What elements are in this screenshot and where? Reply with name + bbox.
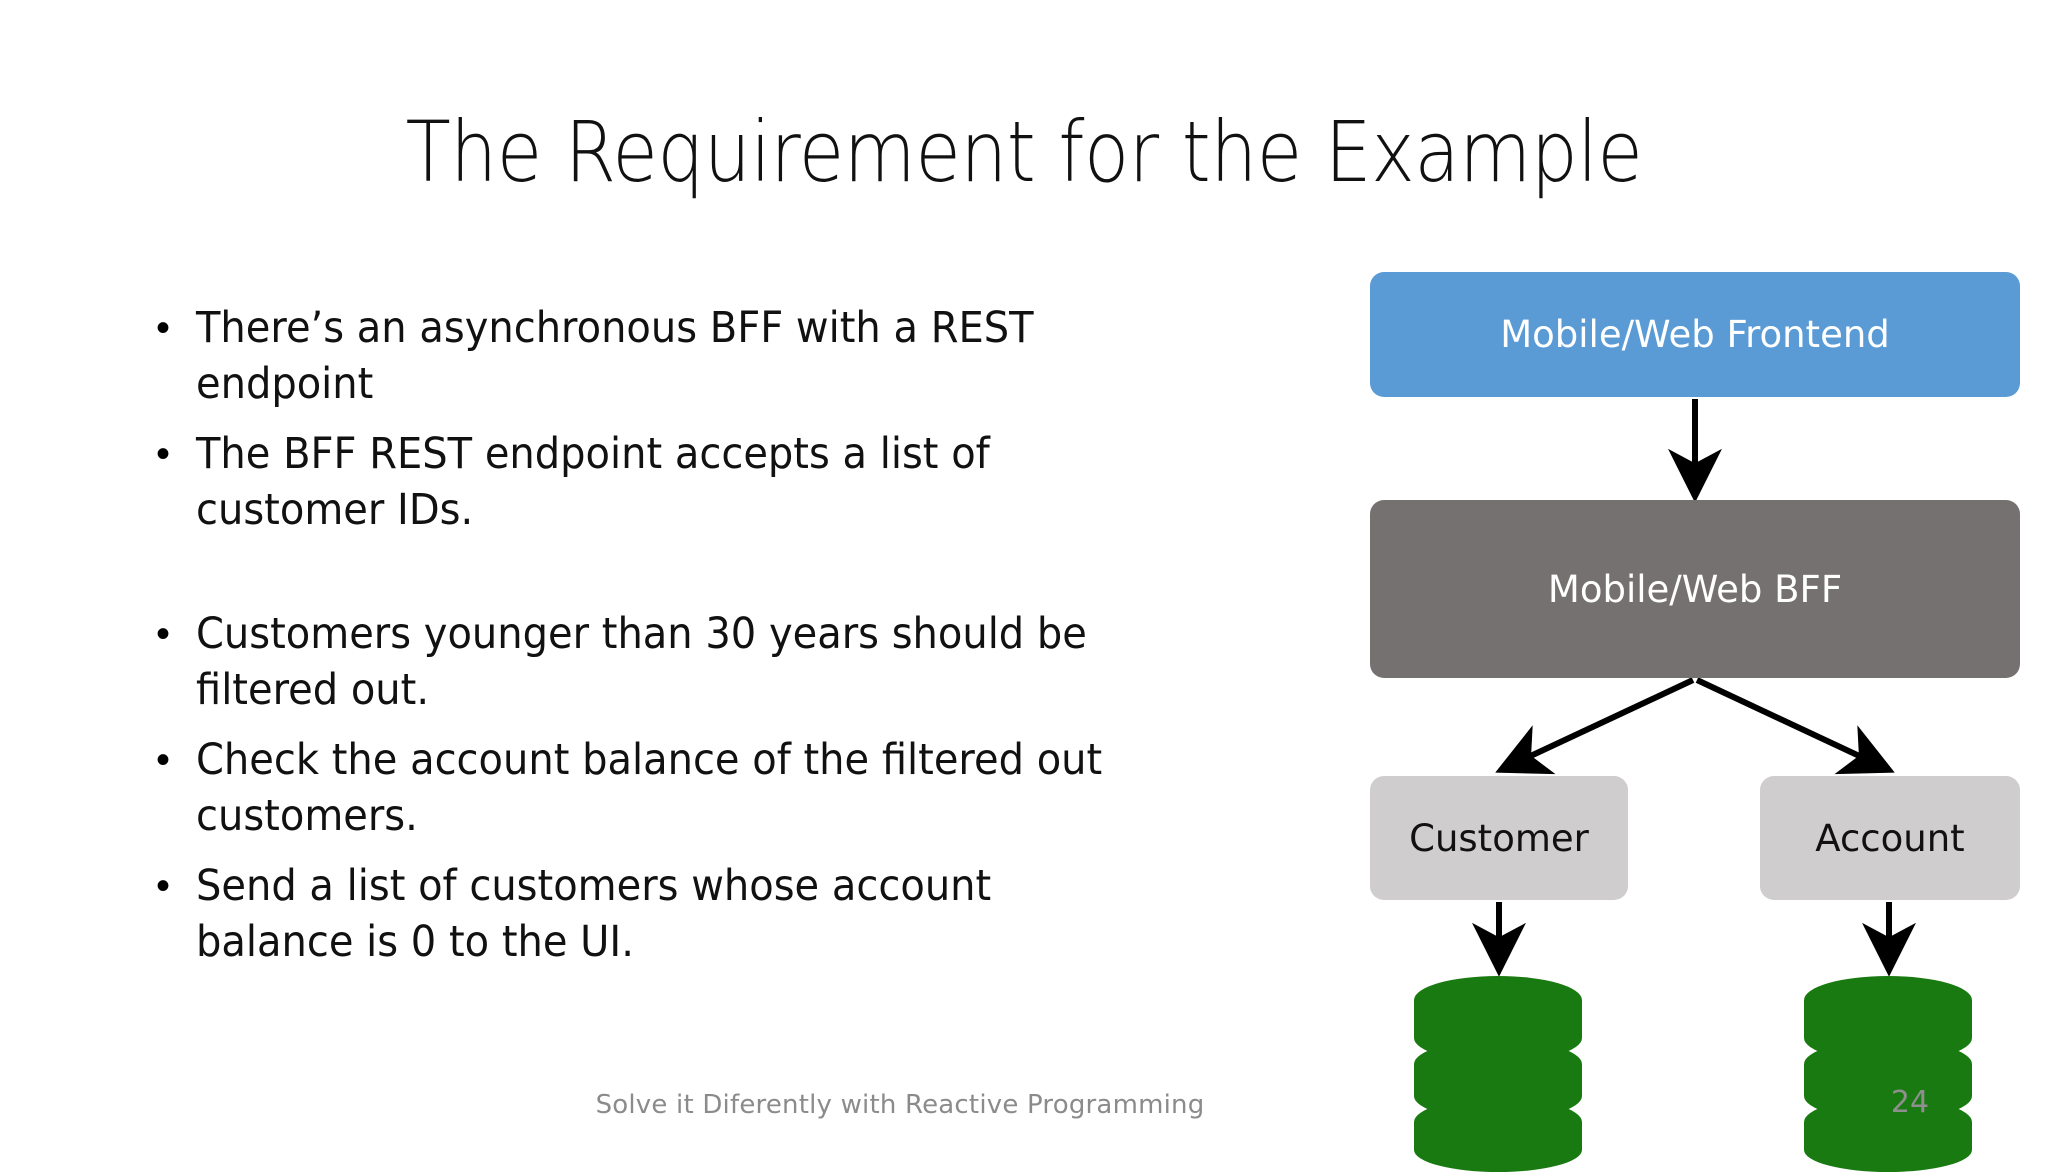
architecture-diagram: Mobile/Web Frontend Mobile/Web BFF Custo…	[1360, 260, 2040, 1172]
bullet-marker-icon: •	[156, 432, 171, 476]
bullet-marker-icon: •	[156, 306, 171, 350]
bullet-marker-icon: •	[156, 864, 171, 908]
list-item-text: The BFF REST endpoint accepts a list of …	[196, 429, 990, 535]
bullet-marker-icon: •	[156, 612, 171, 656]
arrow-bff-to-account	[1695, 677, 1895, 775]
bullet-list: • There’s an asynchronous BFF with a RES…	[140, 300, 1180, 984]
list-item: • There’s an asynchronous BFF with a RES…	[140, 300, 1180, 412]
node-mobile-web-frontend[interactable]: Mobile/Web Frontend	[1370, 272, 2020, 397]
arrow-bff-to-customer	[1495, 677, 1695, 775]
customer-database-icon	[1412, 972, 1584, 1172]
node-mobile-web-bff[interactable]: Mobile/Web BFF	[1370, 500, 2020, 678]
footer-text: Solve it Diferently with Reactive Progra…	[595, 1090, 1205, 1120]
list-item: • Send a list of customers whose account…	[140, 858, 1180, 970]
list-item-text: Check the account balance of the filtere…	[196, 735, 1103, 841]
list-item: • Check the account balance of the filte…	[140, 732, 1180, 844]
page-title: The Requirement for the Example	[405, 103, 1643, 201]
list-item: • Customers younger than 30 years should…	[140, 606, 1180, 718]
bullet-marker-icon: •	[156, 738, 171, 782]
list-item-text: Send a list of customers whose account b…	[196, 861, 992, 967]
list-item-text: Customers younger than 30 years should b…	[196, 609, 1087, 715]
list-item: • The BFF REST endpoint accepts a list o…	[140, 426, 1180, 538]
node-customer[interactable]: Customer	[1370, 776, 1628, 900]
list-item-text: There’s an asynchronous BFF with a REST …	[196, 303, 1034, 409]
account-database-icon	[1802, 972, 1974, 1172]
page-number: 24	[1890, 1085, 1930, 1120]
node-account[interactable]: Account	[1760, 776, 2020, 900]
